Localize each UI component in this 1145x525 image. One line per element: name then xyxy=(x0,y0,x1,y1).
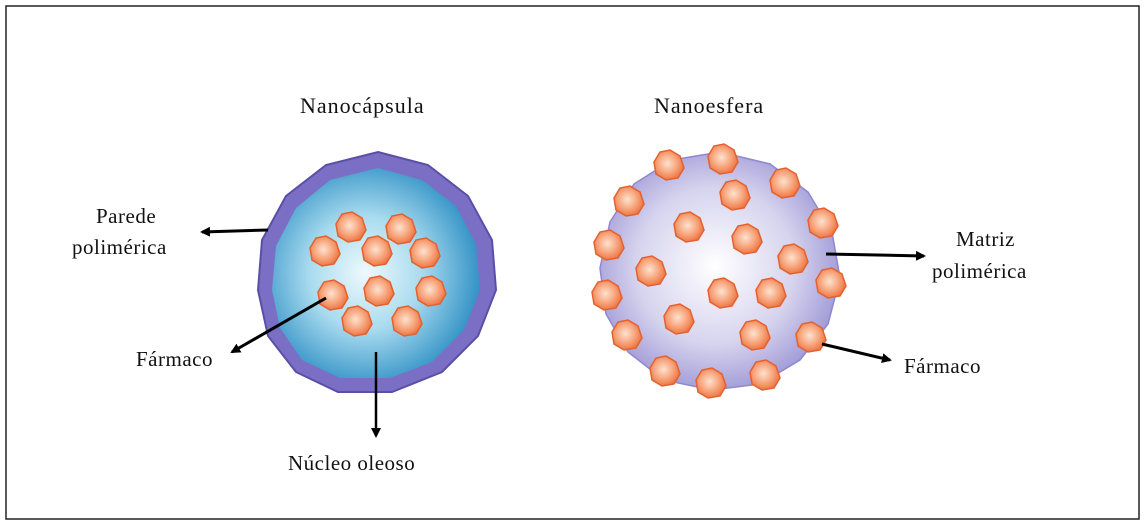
wall-arrow xyxy=(202,230,268,232)
nanocapsule-title: Nanocápsula xyxy=(300,93,425,118)
wall-label-line1: Parede xyxy=(96,204,156,228)
matrix-arrow xyxy=(826,254,924,256)
matrix-label-line1: Matriz xyxy=(956,227,1015,251)
wall-label-line2: polimérica xyxy=(72,235,167,259)
sphere-drug-label: Fármaco xyxy=(904,354,981,378)
capsule-drug-label: Fármaco xyxy=(136,347,213,371)
core-label: Núcleo oleoso xyxy=(288,451,415,475)
matrix-label-line2: polimérica xyxy=(932,259,1027,283)
nanosphere-title: Nanoesfera xyxy=(654,93,764,118)
